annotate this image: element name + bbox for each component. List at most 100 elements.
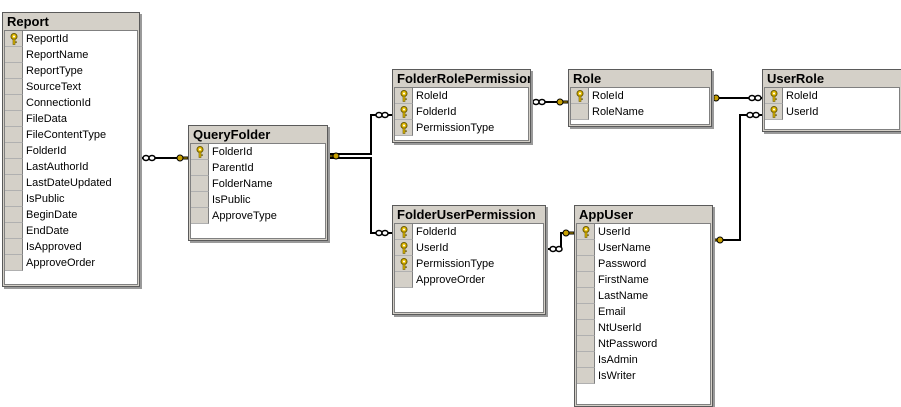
row-selector[interactable] bbox=[5, 31, 23, 47]
field-row[interactable]: IsWriter bbox=[577, 368, 710, 384]
field-row[interactable]: FolderId bbox=[5, 143, 137, 159]
field-row[interactable]: UserId bbox=[395, 240, 543, 256]
field-row[interactable]: IsAdmin bbox=[577, 352, 710, 368]
table-title[interactable]: UserRole bbox=[767, 71, 825, 86]
field-name: PermissionType bbox=[416, 258, 495, 270]
row-selector[interactable] bbox=[577, 224, 595, 240]
row-selector[interactable] bbox=[5, 95, 23, 111]
row-selector[interactable] bbox=[577, 352, 595, 368]
field-row[interactable]: FolderId bbox=[395, 104, 528, 120]
field-row[interactable]: ApproveOrder bbox=[395, 272, 543, 288]
table-title[interactable]: QueryFolder bbox=[193, 127, 271, 142]
row-selector[interactable] bbox=[191, 208, 209, 224]
field-row[interactable]: FileData bbox=[5, 111, 137, 127]
row-selector[interactable] bbox=[191, 160, 209, 176]
row-selector[interactable] bbox=[577, 304, 595, 320]
table-title[interactable]: Report bbox=[7, 14, 49, 29]
field-row[interactable]: PermissionType bbox=[395, 120, 528, 136]
row-selector[interactable] bbox=[577, 240, 595, 256]
row-selector[interactable] bbox=[571, 104, 589, 120]
row-selector[interactable] bbox=[577, 320, 595, 336]
row-selector[interactable] bbox=[191, 192, 209, 208]
row-selector[interactable] bbox=[395, 272, 413, 288]
row-selector[interactable] bbox=[577, 336, 595, 352]
field-row[interactable]: RoleId bbox=[571, 88, 709, 104]
table-title[interactable]: Role bbox=[573, 71, 602, 86]
row-selector[interactable] bbox=[5, 191, 23, 207]
row-selector[interactable] bbox=[577, 272, 595, 288]
row-selector[interactable] bbox=[577, 256, 595, 272]
row-selector[interactable] bbox=[395, 256, 413, 272]
field-row[interactable]: ConnectionId bbox=[5, 95, 137, 111]
field-row[interactable]: ReportType bbox=[5, 63, 137, 79]
row-selector[interactable] bbox=[395, 224, 413, 240]
field-row[interactable]: NtUserId bbox=[577, 320, 710, 336]
field-row[interactable]: RoleId bbox=[395, 88, 528, 104]
field-row[interactable]: LastName bbox=[577, 288, 710, 304]
field-row[interactable]: ReportName bbox=[5, 47, 137, 63]
field-row[interactable]: FolderName bbox=[191, 176, 325, 192]
row-selector[interactable] bbox=[5, 159, 23, 175]
field-row[interactable]: BeginDate bbox=[5, 207, 137, 223]
row-selector[interactable] bbox=[5, 63, 23, 79]
field-row[interactable]: Email bbox=[577, 304, 710, 320]
field-row[interactable]: ApproveType bbox=[191, 208, 325, 224]
field-row[interactable]: ParentId bbox=[191, 160, 325, 176]
key-icon bbox=[400, 122, 408, 134]
field-row[interactable]: ReportId bbox=[5, 31, 137, 47]
field-row[interactable]: FirstName bbox=[577, 272, 710, 288]
field-row[interactable]: LastAuthorId bbox=[5, 159, 137, 175]
field-row[interactable]: FolderId bbox=[395, 224, 543, 240]
row-selector[interactable] bbox=[5, 111, 23, 127]
field-row[interactable]: LastDateUpdated bbox=[5, 175, 137, 191]
field-name: ParentId bbox=[212, 162, 254, 174]
field-row[interactable]: PermissionType bbox=[395, 256, 543, 272]
table-title[interactable]: FolderRolePermission bbox=[397, 71, 530, 86]
table-title[interactable]: AppUser bbox=[579, 207, 634, 222]
row-selector[interactable] bbox=[395, 104, 413, 120]
field-row[interactable]: EndDate bbox=[5, 223, 137, 239]
row-selector[interactable] bbox=[395, 88, 413, 104]
field-row[interactable]: RoleName bbox=[571, 104, 709, 120]
row-selector[interactable] bbox=[765, 88, 783, 104]
row-selector[interactable] bbox=[5, 47, 23, 63]
field-row[interactable]: Password bbox=[577, 256, 710, 272]
field-row[interactable]: ApproveOrder bbox=[5, 255, 137, 271]
row-selector[interactable] bbox=[577, 368, 595, 384]
field-row[interactable]: FolderId bbox=[191, 144, 325, 160]
field-row[interactable]: IsPublic bbox=[5, 191, 137, 207]
row-selector[interactable] bbox=[395, 240, 413, 256]
row-selector[interactable] bbox=[5, 143, 23, 159]
field-row[interactable]: IsApproved bbox=[5, 239, 137, 255]
field-row[interactable]: NtPassword bbox=[577, 336, 710, 352]
table-title[interactable]: FolderUserPermission bbox=[397, 207, 536, 222]
row-selector[interactable] bbox=[5, 175, 23, 191]
field-row[interactable]: FileContentType bbox=[5, 127, 137, 143]
row-selector[interactable] bbox=[577, 288, 595, 304]
row-selector[interactable] bbox=[5, 223, 23, 239]
field-row[interactable]: IsPublic bbox=[191, 192, 325, 208]
field-row[interactable]: SourceText bbox=[5, 79, 137, 95]
row-selector[interactable] bbox=[191, 176, 209, 192]
row-selector[interactable] bbox=[5, 79, 23, 95]
row-selector[interactable] bbox=[5, 255, 23, 271]
row-selector[interactable] bbox=[571, 88, 589, 104]
row-selector[interactable] bbox=[5, 207, 23, 223]
row-selector[interactable] bbox=[395, 120, 413, 136]
field-row[interactable]: UserName bbox=[577, 240, 710, 256]
row-selector[interactable] bbox=[5, 127, 23, 143]
row-selector[interactable] bbox=[191, 144, 209, 160]
row-selector[interactable] bbox=[765, 104, 783, 120]
field-row[interactable]: RoleId bbox=[765, 88, 899, 104]
row-selector[interactable] bbox=[5, 239, 23, 255]
field-row[interactable]: UserId bbox=[765, 104, 899, 120]
field-row[interactable]: UserId bbox=[577, 224, 710, 240]
